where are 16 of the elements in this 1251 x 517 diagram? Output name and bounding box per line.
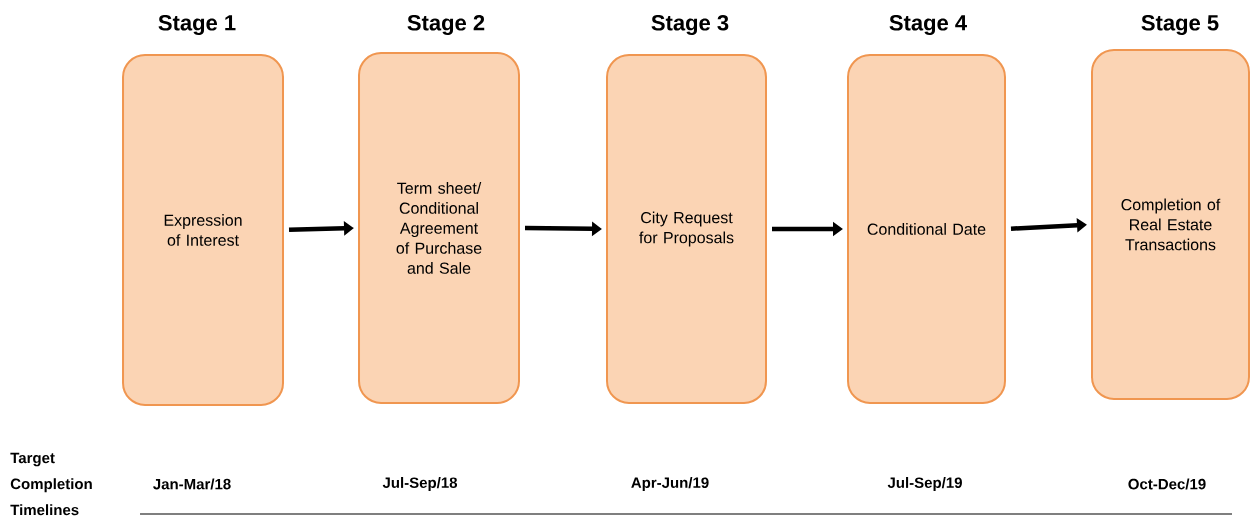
process-box: City Request for Proposals [606,54,767,404]
process-box: Term sheet/ Conditional Agreement of Purchase and Sale [358,52,520,404]
process-box: Conditional Date [847,54,1006,404]
date-label: Apr-Jun/19 [631,477,709,491]
date-label: Jan-Mar/18 [153,478,231,490]
stage-heading: Stage 4 [889,14,967,35]
stage-heading: Stage 2 [407,14,485,35]
process-box: Expression of Interest [122,54,284,406]
date-label: Oct-Dec/19 [1128,478,1206,490]
row-heading: Target Completion Timelines [10,452,92,516]
date-label: Jul-Sep/19 [887,477,962,491]
process-box: Completion of Real Estate Transactions [1091,49,1250,400]
stage-heading: Stage 5 [1141,14,1219,35]
date-label: Jul-Sep/18 [382,477,458,491]
stage-heading: Stage 1 [158,14,236,35]
stage-heading: Stage 3 [651,14,729,35]
